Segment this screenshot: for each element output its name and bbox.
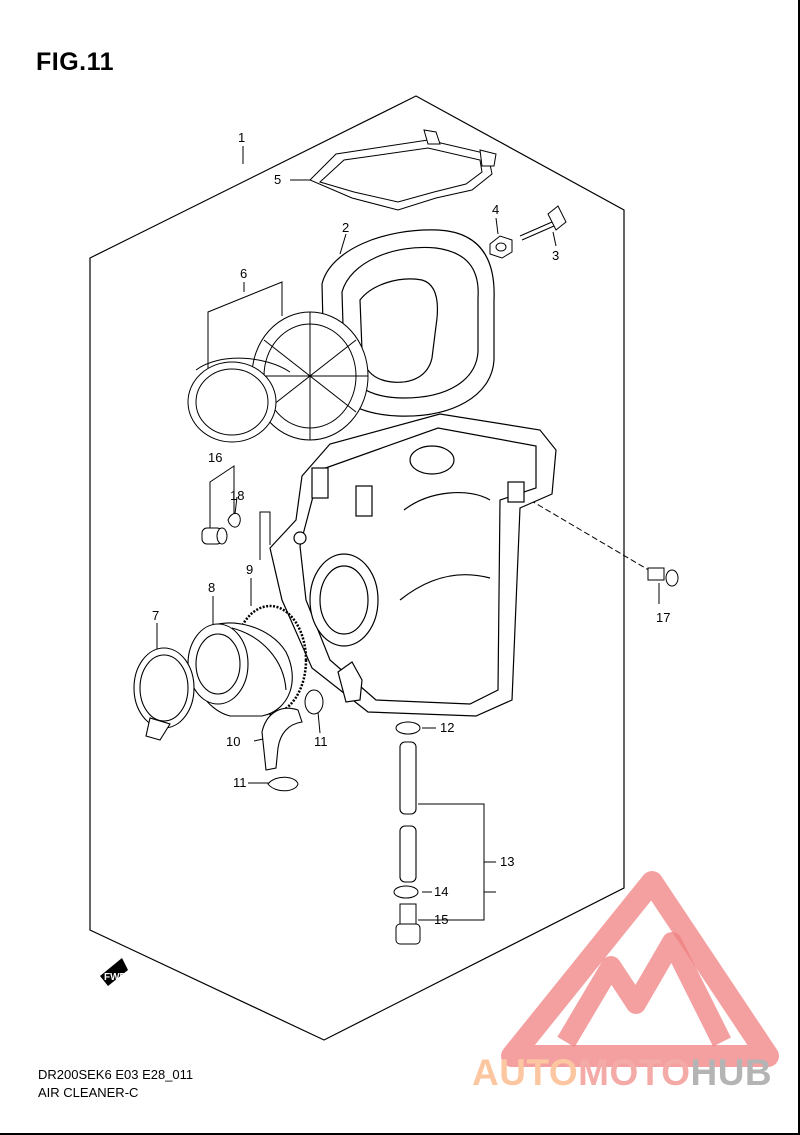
leader-lines [156,146,660,921]
part-7-clamp [133,647,195,741]
part-2-filter-element [321,229,495,417]
part-5-cover-plate [309,129,497,211]
watermark-logo [501,871,779,1067]
callout-4: 4 [492,202,499,217]
callout-5: 5 [274,172,281,187]
callout-11-upper: 11 [314,734,328,749]
part-14-clamp [393,885,419,899]
callout-16: 16 [208,450,222,465]
callout-labels: 1 2 3 4 5 6 7 8 9 10 11 11 18 16 12 13 1… [152,130,670,927]
callout-10: 10 [226,734,240,749]
fwd-badge-label: FWD [104,972,127,983]
part-13-drain-tube [399,741,417,883]
watermark-part-auto: AUTO [472,1052,579,1093]
fwd-direction-badge: FWD [100,958,128,986]
watermark-brand-text: AUTOMOTOHUB [472,1052,772,1094]
part-17-clip [227,513,241,528]
callout-6: 6 [240,266,247,281]
callout-2: 2 [342,220,349,235]
callout-14: 14 [434,884,448,899]
diagram-footer: DR200SEK6 E03 E28_011 AIR CLEANER-C [38,1066,193,1102]
part-18-bolt [647,567,679,587]
callout-7: 7 [152,608,159,623]
callout-9: 9 [246,562,253,577]
part-8-inlet-tube [187,622,293,717]
part-4-nut [489,235,513,259]
air-cleaner-case [269,413,557,717]
callout-8: 8 [208,580,215,595]
part-3-screw [519,205,567,241]
part-11-clips [267,689,324,792]
callout-15: 15 [434,912,448,927]
assembly-outline [89,95,625,1041]
callout-17: 18 [230,488,244,503]
callout-11-lower: 11 [233,775,247,790]
callout-18: 17 [656,610,670,625]
part-15-plug [395,903,421,945]
part-10-hose [261,707,303,771]
figure-title: FIG.11 [36,48,115,76]
part-12-clamp [395,721,421,735]
section-name: AIR CLEANER-C [38,1085,139,1100]
model-code: DR200SEK6 E03 E28_011 [38,1067,194,1082]
callout-12: 12 [440,720,454,735]
part-16-plug [201,527,228,545]
watermark-part-moto: MOTO [578,1052,691,1093]
callout-3: 3 [552,248,559,263]
watermark-part-hub: HUB [690,1052,773,1093]
callout-13: 13 [500,854,514,869]
part-6-element-holder [187,311,369,443]
callout-1: 1 [238,130,245,145]
